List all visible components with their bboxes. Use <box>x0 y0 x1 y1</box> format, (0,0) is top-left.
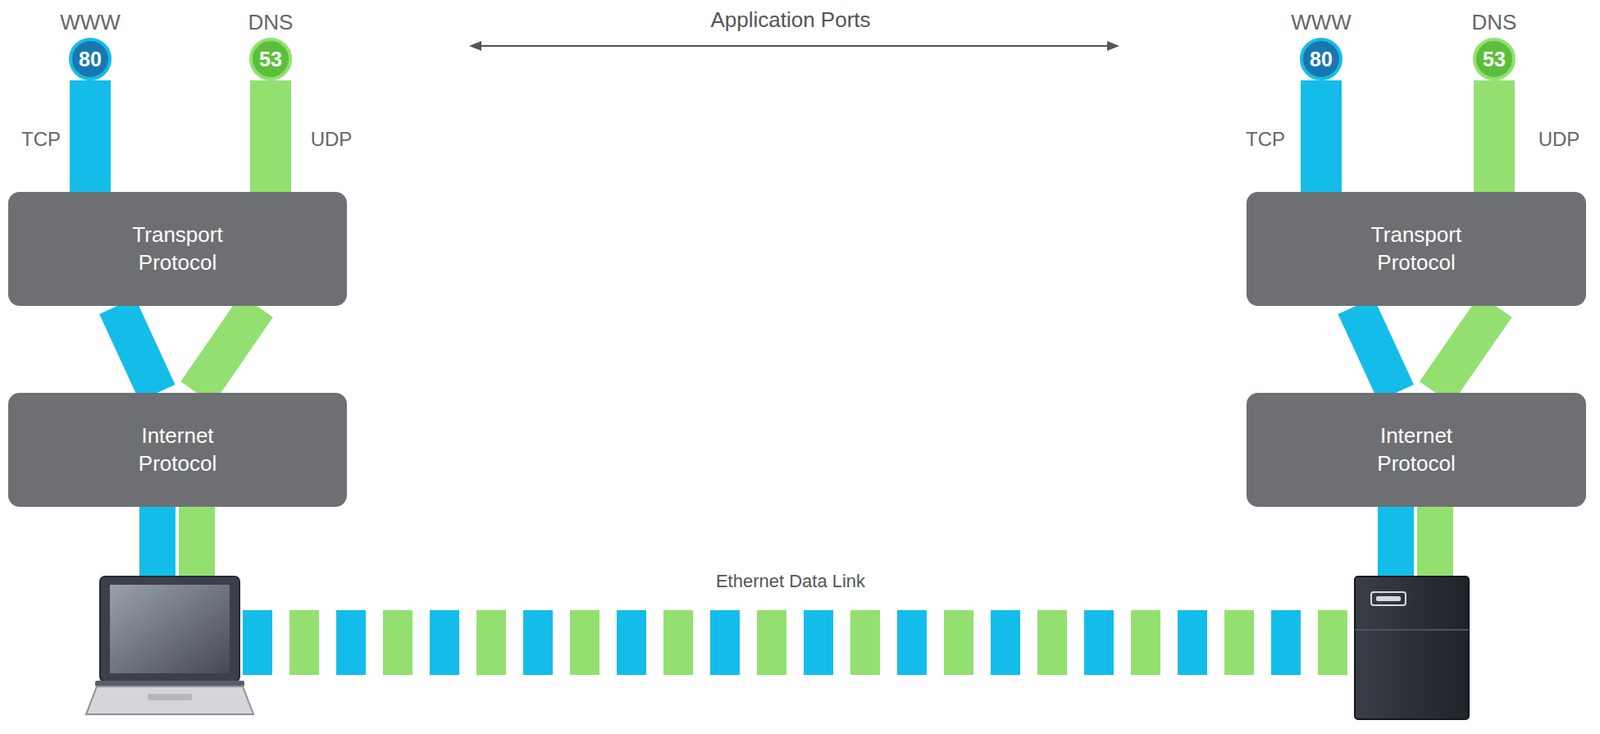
stream-bands <box>139 506 1454 578</box>
laptop-icon <box>86 576 254 715</box>
server-icon <box>1354 576 1469 720</box>
port-circle: WWW80 <box>1263 9 1379 81</box>
box-label: Transport Protocol <box>1346 221 1487 278</box>
port-number: 53 <box>1472 37 1516 81</box>
stream-band <box>1355 305 1396 393</box>
stream-band <box>196 305 257 393</box>
stream-band <box>1473 80 1515 192</box>
stream-band <box>69 80 111 192</box>
protocol-label: TCP <box>1245 127 1286 151</box>
stream-band <box>117 305 158 393</box>
protocol-box: Internet Protocol <box>8 392 347 507</box>
protocol-box: Transport Protocol <box>8 191 347 306</box>
double-arrow <box>469 41 1120 51</box>
protocol-box: Internet Protocol <box>1246 392 1587 507</box>
box-label: Transport Protocol <box>108 221 248 278</box>
protocol-label: UDP <box>310 127 353 151</box>
port-circle: WWW80 <box>32 9 148 81</box>
stream-band <box>1300 80 1342 192</box>
protocol-label: UDP <box>1538 127 1581 151</box>
box-label: Internet Protocol <box>108 422 248 479</box>
app-name: DNS <box>1472 9 1518 35</box>
port-number: 53 <box>249 37 292 81</box>
stream-band <box>1435 305 1496 393</box>
port-number: 80 <box>68 37 112 81</box>
stream-band <box>250 80 292 192</box>
app-name: WWW <box>59 9 121 35</box>
box-label: Internet Protocol <box>1346 422 1487 479</box>
link-label: Ethernet Data Link <box>715 570 866 593</box>
protocol-label: TCP <box>21 127 61 151</box>
port-circle: DNS53 <box>213 9 329 81</box>
section-title: Application Ports <box>710 7 871 33</box>
app-name: DNS <box>248 9 294 35</box>
port-circle: DNS53 <box>1436 9 1552 81</box>
ethernet-packets <box>242 610 1348 675</box>
port-number: 80 <box>1299 37 1343 81</box>
app-name: WWW <box>1290 9 1352 35</box>
protocol-box: Transport Protocol <box>1246 191 1587 306</box>
